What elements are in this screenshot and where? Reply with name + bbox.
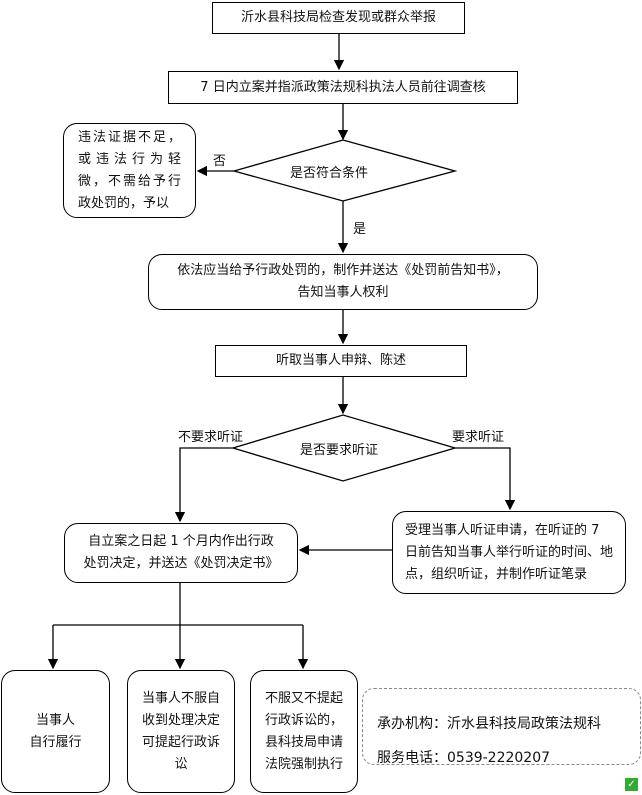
hearing-box: 受理当事人听证申请，在听证的 7 日前告知当事人举行听证的时间、地点，组织听证，…: [392, 511, 626, 594]
no-label: 否: [213, 154, 227, 169]
notice-box: 依法应当给予行政处罚的，制作并送达《处罚前告知书》， 告知当事人权利: [148, 254, 538, 310]
defense-box: 听取当事人申辩、陈述: [215, 345, 467, 377]
self-perform-box: 当事人自行履行: [1, 670, 110, 793]
lawsuit-text: 当事人不服自收到处理决定可提起行政诉讼: [142, 690, 221, 772]
lawsuit-box: 当事人不服自收到处理决定可提起行政诉讼: [127, 670, 235, 793]
start-box: 沂水县科技局检查发现或群众举报: [212, 2, 465, 34]
contact-box: 承办机构：沂水县科技局政策法规科 服务电话：0539-2220207: [362, 688, 641, 765]
decision-box: 自立案之日起 1 个月内作出行政处罚决定，并送达《处罚决定书》: [64, 523, 298, 583]
yes-label: 是: [353, 222, 367, 237]
notice-text-2: 告知当事人权利: [297, 285, 389, 300]
no-penalty-box: 违法证据不足，或违法行为轻微，不需给予行政处罚的，予以: [63, 123, 196, 218]
defense-text: 听取当事人申辩、陈述: [275, 353, 406, 368]
enforce-box: 不服又不提起行政诉讼的，县科技局申请法院强制执行: [250, 670, 358, 793]
hearing-label: 要求听证: [452, 430, 505, 445]
hearing-text: 受理当事人听证申请，在听证的 7 日前告知当事人举行听证的时间、地点，组织听证，…: [405, 522, 614, 582]
decision-text-1: 自立案之日起 1 个月内作出行政: [88, 534, 274, 549]
contact-org: 承办机构：沂水县科技局政策法规科: [377, 716, 601, 732]
register-box: 7 日内立案并指派政策法规科执法人员前往调查核: [168, 71, 518, 104]
decision1-diamond: [231, 139, 458, 202]
decision2-label: 是否要求听证: [300, 443, 379, 458]
notice-text-1: 依法应当给予行政处罚的，制作并送达《处罚前告知书》，: [177, 263, 509, 278]
no-hearing-label: 不要求听证: [178, 430, 244, 445]
decision-text-2: 处罚决定，并送达《处罚决定书》: [83, 556, 279, 571]
decision1-label: 是否符合条件: [290, 166, 369, 181]
check-icon: ✓: [625, 778, 638, 791]
self-text-2: 自行履行: [29, 734, 82, 750]
register-text: 7 日内立案并指派政策法规科执法人员前往调查核: [200, 79, 486, 95]
no-penalty-text: 违法证据不足，或违法行为轻微，不需给予行政处罚的，予以: [78, 129, 181, 211]
start-text: 沂水县科技局检查发现或群众举报: [240, 10, 436, 25]
enforce-text: 不服又不提起行政诉讼的，县科技局申请法院强制执行: [264, 690, 343, 772]
contact-phone: 服务电话：0539-2220207: [377, 750, 551, 765]
self-text-1: 当事人: [35, 712, 75, 728]
